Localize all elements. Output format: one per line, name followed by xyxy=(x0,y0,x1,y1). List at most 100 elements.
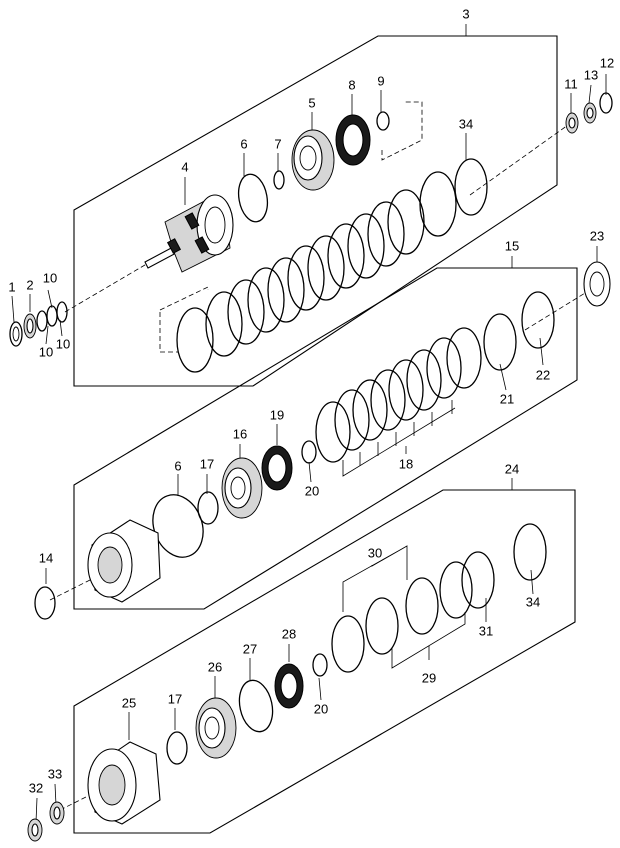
seal-ring-icon xyxy=(56,301,68,323)
bearing-icon xyxy=(335,114,371,166)
piston-icon xyxy=(221,457,263,519)
clutch-plate-icon xyxy=(461,551,495,609)
callout-34: 34 xyxy=(459,116,473,131)
bearing-icon xyxy=(261,445,293,491)
callout-18: 18 xyxy=(399,456,413,471)
seal-ring-icon xyxy=(166,731,188,765)
assembly-15-frame xyxy=(73,267,578,610)
callout-28: 28 xyxy=(282,626,296,641)
callout-7: 7 xyxy=(274,136,281,151)
clutch-plate-icon xyxy=(446,327,482,389)
callout-33: 33 xyxy=(48,766,62,781)
clutch-plate-icon xyxy=(387,189,425,255)
callout-5: 5 xyxy=(308,95,315,110)
callout-13: 13 xyxy=(584,67,598,82)
clutch-plate-icon xyxy=(334,389,370,451)
callout-26: 26 xyxy=(208,659,222,674)
callout-8: 8 xyxy=(348,77,355,92)
callout-24: 24 xyxy=(505,461,519,476)
clutch-disc-icon xyxy=(287,245,325,311)
clutch-plate-icon xyxy=(406,349,442,411)
clutch-disc-icon xyxy=(439,561,473,619)
snap-ring-icon xyxy=(521,291,555,349)
callout-9: 9 xyxy=(377,73,384,88)
callout-17: 17 xyxy=(168,691,182,706)
clutch-disc-icon xyxy=(426,337,462,399)
clutch-pack-18 xyxy=(315,327,482,463)
callout-27: 27 xyxy=(243,641,257,656)
clutch-disc-icon xyxy=(331,615,365,673)
piston-icon xyxy=(195,697,237,759)
leader-lines xyxy=(11,24,607,823)
assembly-3-parts xyxy=(9,92,613,373)
clutch-disc-icon xyxy=(405,577,439,635)
callout-11: 11 xyxy=(564,76,578,91)
seal-ring-icon xyxy=(237,173,269,223)
clutch-disc-icon xyxy=(327,223,365,289)
clutch-plate-icon xyxy=(347,213,385,279)
clutch-plate-icon xyxy=(307,235,345,301)
clutch-drum-icon xyxy=(87,519,161,603)
assembly-frames xyxy=(73,35,578,834)
clutch-plate-icon xyxy=(365,597,399,655)
clutch-plate-icon xyxy=(267,257,305,323)
assembly-24-frame xyxy=(73,489,576,834)
seal-ring-icon xyxy=(599,92,613,114)
seal-ring-icon xyxy=(34,586,56,620)
piston-icon xyxy=(291,129,335,191)
assembly-15-parts xyxy=(34,261,611,620)
snap-ring-icon xyxy=(454,158,488,216)
callout-6: 6 xyxy=(240,136,247,151)
callout-6: 6 xyxy=(174,458,181,473)
input-shaft-icon xyxy=(144,194,234,273)
clutch-disc-icon xyxy=(388,359,424,421)
callout-19: 19 xyxy=(270,407,284,422)
callout-10: 10 xyxy=(56,336,70,351)
seal-ring-icon xyxy=(9,321,23,347)
callout-30: 30 xyxy=(368,545,382,560)
clutch-disc-icon xyxy=(367,201,405,267)
callout-12: 12 xyxy=(600,55,614,70)
callout-2: 2 xyxy=(26,277,33,292)
callout-22: 22 xyxy=(536,367,550,382)
callout-1: 1 xyxy=(8,279,15,294)
seal-ring-icon xyxy=(36,310,48,332)
snap-ring-icon xyxy=(583,261,611,307)
assembly-3-frame xyxy=(73,35,558,387)
bearing-icon xyxy=(274,663,304,709)
clutch-disc-icon xyxy=(247,267,285,333)
callout-10: 10 xyxy=(43,270,57,285)
callout-29: 29 xyxy=(422,670,436,685)
snap-ring-icon xyxy=(312,653,328,677)
callout-14: 14 xyxy=(39,550,53,565)
callout-25: 25 xyxy=(122,695,136,710)
callout-10: 10 xyxy=(39,344,53,359)
clutch-plate-icon xyxy=(419,171,457,237)
callout-16: 16 xyxy=(233,426,247,441)
snap-ring-icon xyxy=(376,111,390,131)
callout-3: 3 xyxy=(462,6,469,21)
callout-31: 31 xyxy=(479,623,493,638)
seal-ring-icon xyxy=(46,305,58,327)
seal-ring-icon xyxy=(197,491,219,525)
seal-ring-icon xyxy=(273,170,285,190)
snap-ring-icon xyxy=(513,523,547,581)
callout-23: 23 xyxy=(590,228,604,243)
clutch-plate-icon xyxy=(176,307,214,373)
snap-ring-icon xyxy=(301,440,317,464)
clutch-disc-icon xyxy=(483,313,517,371)
callout-20: 20 xyxy=(305,483,319,498)
callout-34: 34 xyxy=(526,594,540,609)
callout-labels: 3 4 5 6 7 8 9 34 1 2 10 10 10 11 13 12 1… xyxy=(8,6,614,795)
callout-21: 21 xyxy=(500,391,514,406)
assembly-24-parts xyxy=(27,523,547,842)
clutch-disc-icon xyxy=(315,401,351,463)
clutch-pack-3 xyxy=(176,171,457,373)
callout-32: 32 xyxy=(29,780,43,795)
callout-4: 4 xyxy=(181,159,188,174)
clutch-drum-icon xyxy=(87,741,161,825)
clutch-plate-icon xyxy=(370,369,406,431)
seal-ring-icon xyxy=(238,679,274,733)
clutch-disc-icon xyxy=(205,291,243,357)
